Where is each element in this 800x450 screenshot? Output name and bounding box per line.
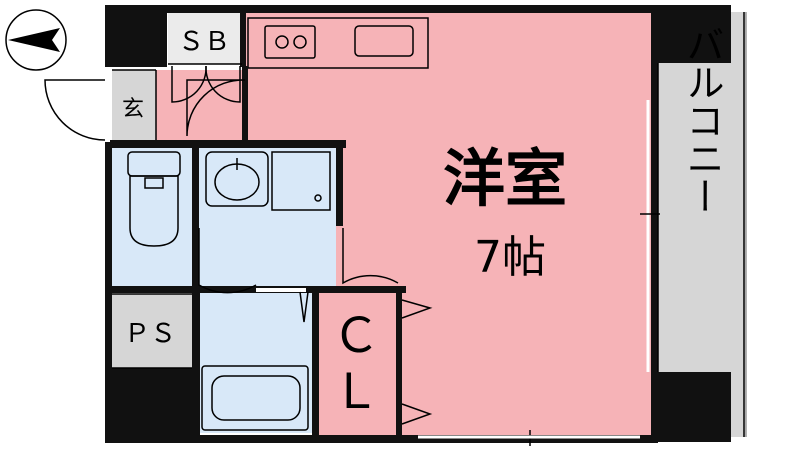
label-closet-c: Ｃ	[332, 308, 380, 364]
kitchen-sink-icon	[354, 25, 414, 57]
label-room-size: 7帖	[474, 232, 546, 283]
label-closet-l: Ｌ	[332, 364, 380, 420]
sb-door-right	[205, 65, 241, 103]
wall-washroom-right	[336, 140, 343, 226]
western-room-area	[242, 12, 655, 437]
wall-entry-right	[242, 66, 248, 144]
toilet-room	[110, 148, 194, 286]
stove-icon	[264, 25, 316, 59]
thin-lines	[112, 12, 747, 437]
entry-door	[186, 79, 246, 137]
wall-right-column	[651, 5, 658, 443]
walls	[105, 5, 731, 443]
wall-horizontal-mid	[110, 140, 346, 148]
wall-bath-right	[312, 290, 319, 440]
wall-outer-bottom	[105, 435, 657, 443]
wall-right-bottom-block	[655, 372, 731, 442]
wall-outer-left-upper	[105, 5, 167, 67]
washroom-door	[342, 228, 399, 285]
bathtub-icon	[201, 365, 309, 431]
label-balcony: バルコニー	[680, 25, 724, 215]
wall-right-top-block	[655, 5, 731, 63]
pipe-space-area	[112, 294, 192, 368]
shoe-box-area	[168, 12, 240, 64]
label-shoe-box: ＳＢ	[178, 27, 230, 57]
bathroom	[200, 293, 315, 433]
toilet-door	[198, 228, 257, 294]
wall-outer-left-mid	[105, 142, 112, 442]
north-arrow-icon	[5, 9, 67, 71]
label-western-room: 洋室	[443, 142, 567, 215]
wall-toilet-right	[192, 148, 199, 288]
doors	[44, 65, 660, 446]
balcony-area	[658, 12, 746, 437]
label-pipe-space: ＰＳ	[124, 319, 176, 349]
closet-door-bottom	[401, 403, 433, 425]
washroom	[196, 148, 336, 286]
wall-outer-top	[105, 5, 657, 13]
wall-left-lower-block	[105, 368, 195, 443]
wall-closet-right	[396, 290, 402, 440]
wall-bath-left	[192, 290, 200, 440]
label-entrance: 玄	[122, 97, 144, 122]
toilet-icon	[127, 151, 181, 247]
wash-basin-icon	[205, 151, 331, 211]
wall-sb-right	[240, 5, 246, 67]
entrance-area	[112, 70, 156, 140]
closet-door-top	[401, 299, 433, 319]
closet-area	[318, 290, 400, 435]
front-door	[44, 79, 106, 141]
